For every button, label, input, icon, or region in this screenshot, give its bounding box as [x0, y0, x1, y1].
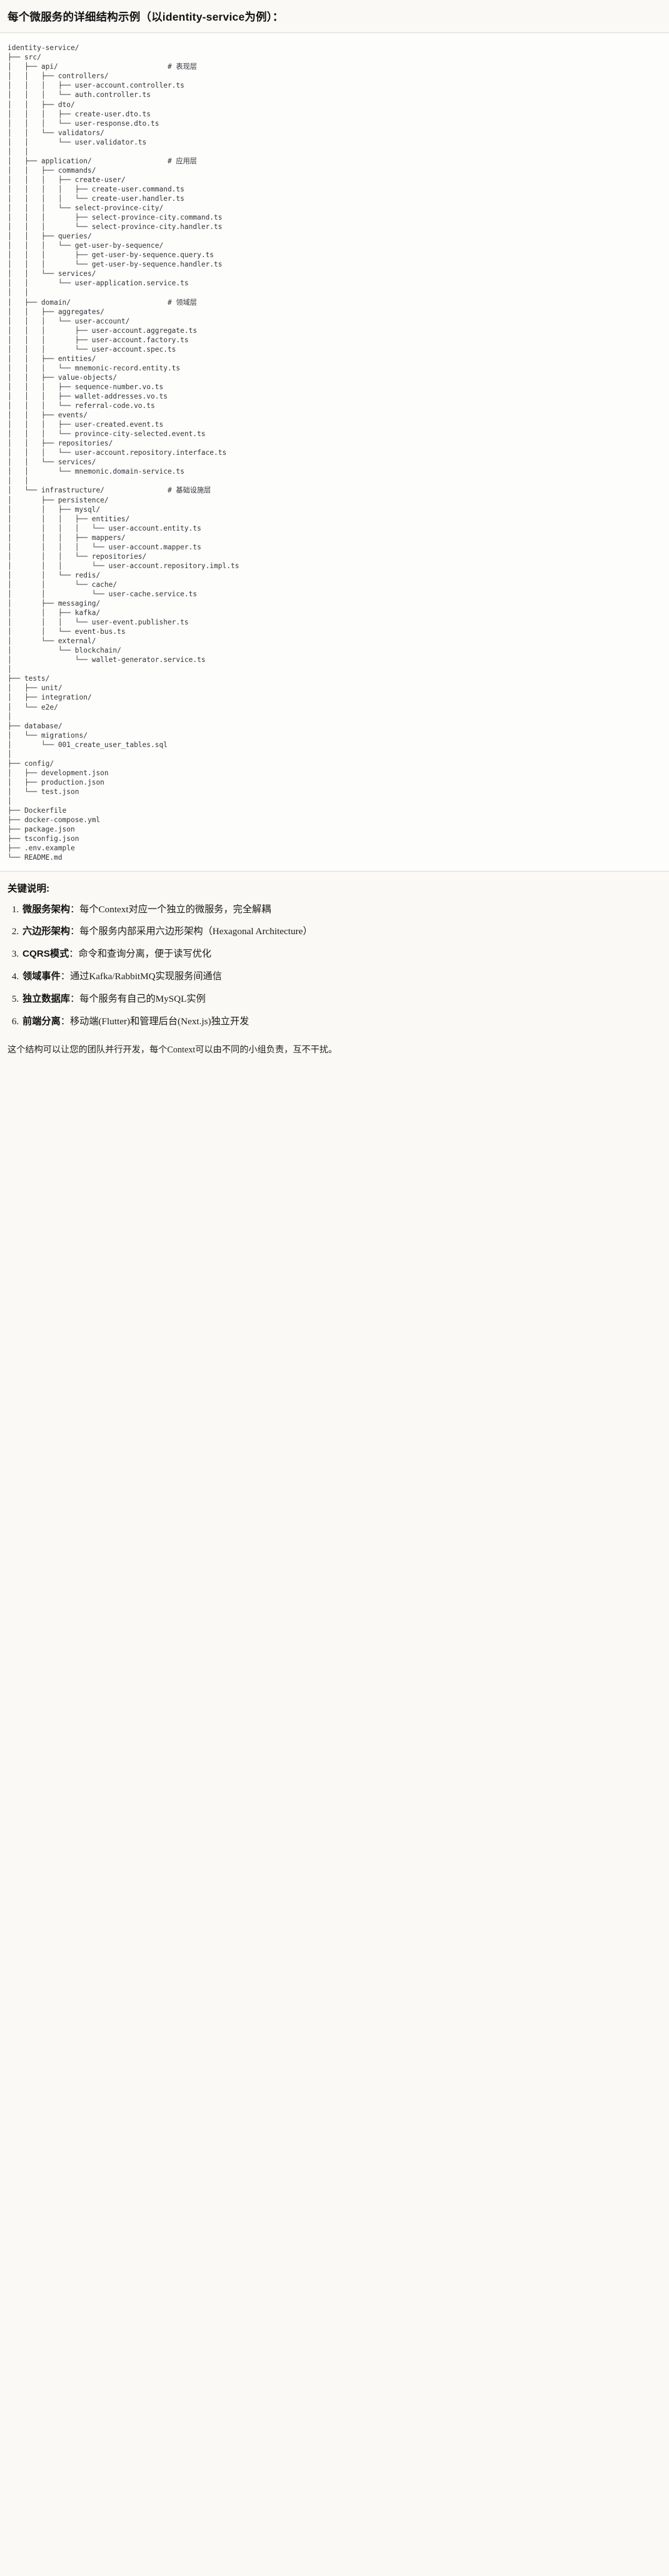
- key-point-label: 六边形架构: [23, 926, 70, 937]
- key-point-label: 前端分离: [23, 1016, 61, 1027]
- key-points-heading: 关键说明:: [8, 883, 50, 895]
- key-points-section: 关键说明: 微服务架构：每个Context对应一个独立的微服务，完全解耦 六边形…: [0, 872, 669, 1039]
- key-point-text: 移动端(Flutter)和管理后台(Next.js)独立开发: [69, 1016, 249, 1027]
- list-item: 微服务架构：每个Context对应一个独立的微服务，完全解耦: [21, 903, 661, 917]
- key-point-text: 命令和查询分离，便于读写优化: [78, 949, 212, 960]
- key-point-text: 每个服务内部采用六边形架构（Hexagonal Architecture）: [79, 926, 313, 937]
- tree-divider: [0, 871, 669, 872]
- footer-note: 这个结构可以让您的团队并行开发，每个Context可以由不同的小组负责，互不干扰…: [8, 1045, 338, 1056]
- document-page: 每个微服务的详细结构示例（以identity-service为例）： ident…: [0, 0, 669, 1069]
- key-point-label: 领域事件: [23, 970, 61, 982]
- list-item: 领域事件：通过Kafka/RabbitMQ实现服务间通信: [21, 970, 661, 984]
- directory-tree-block: identity-service/ ├── src/ │ ├── api/ # …: [0, 33, 669, 872]
- key-point-text: 通过Kafka/RabbitMQ实现服务间通信: [69, 970, 222, 982]
- key-point-text: 每个Context对应一个独立的微服务，完全解耦: [79, 904, 271, 915]
- list-item: CQRS模式：命令和查询分离，便于读写优化: [21, 947, 661, 962]
- key-point-separator: ：: [69, 904, 80, 915]
- key-point-separator: ：: [60, 970, 70, 982]
- key-point-label: 独立数据库: [23, 993, 70, 1004]
- list-item: 六边形架构：每个服务内部采用六边形架构（Hexagonal Architectu…: [21, 925, 661, 939]
- key-point-label: CQRS模式: [23, 949, 69, 960]
- key-point-separator: ：: [69, 926, 80, 937]
- page-title: 每个微服务的详细结构示例（以identity-service为例）：: [8, 11, 284, 23]
- list-item: 前端分离：移动端(Flutter)和管理后台(Next.js)独立开发: [21, 1015, 661, 1029]
- directory-tree: identity-service/ ├── src/ │ ├── api/ # …: [8, 44, 239, 862]
- key-point-separator: ：: [60, 1016, 70, 1027]
- key-point-text: 每个服务有自己的MySQL实例: [79, 993, 206, 1004]
- key-point-separator: ：: [69, 949, 79, 960]
- key-points-list: 微服务架构：每个Context对应一个独立的微服务，完全解耦 六边形架构：每个服…: [8, 903, 661, 1029]
- list-item: 独立数据库：每个服务有自己的MySQL实例: [21, 992, 661, 1007]
- key-point-label: 微服务架构: [23, 904, 70, 915]
- key-point-separator: ：: [69, 993, 80, 1004]
